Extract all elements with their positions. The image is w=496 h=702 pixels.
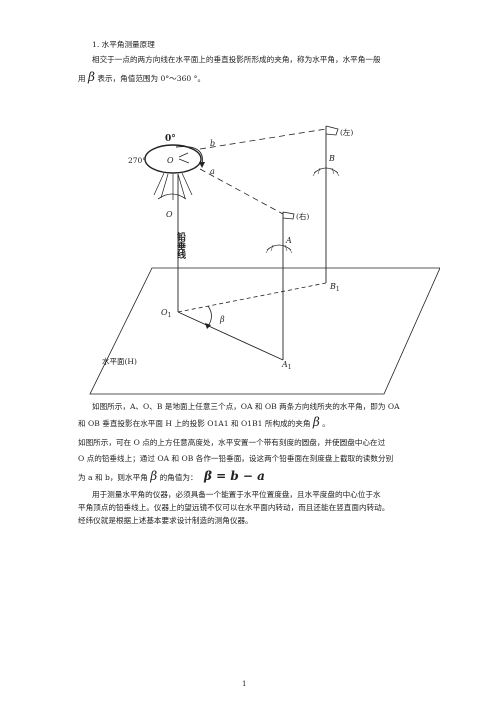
label-b: b [210,139,215,148]
projection-O1-B1 [177,282,327,313]
label-B: B [328,154,335,163]
label-O1: O1 [161,308,171,319]
beta-symbol: β [150,469,158,483]
paragraph-1-line-2: 用 β 表示，角值范围为 0°～360 °。 [78,70,206,84]
sight-line-to-B [199,128,327,150]
label-270-degree: 270° [128,156,146,165]
flag-left-icon [325,125,339,136]
label-B1: B1 [329,282,340,293]
flag-right-icon [282,211,295,220]
label-beta: β [219,315,225,324]
page-number: 1 [242,680,247,688]
label-plumb-line: 铅垂线 [175,231,186,260]
paragraph-4-line-1: 用于测量水平角的仪器，必须具备一个能置于水平位置度盘，且水平度盘的中心位于水 [92,490,381,499]
horizontal-plane [89,267,440,395]
label-horizontal-plane: 水平面(H) [102,356,137,366]
formula: β = b − a [203,469,265,483]
mound-O [157,193,187,200]
projection-O1-A1 [177,311,284,361]
beta-angle-arc [207,305,212,327]
paragraph-2-line-2: 和 OB 垂直投影在水平面 H 上的投影 O1A1 和 O1B1 所构成的夹角 … [78,415,330,429]
beta-symbol: β [88,70,95,84]
label-zero-degree: 0° [165,134,176,144]
mound-B [313,167,339,174]
rotation-arrow [175,146,203,165]
beta-symbol: β [312,415,320,429]
label-O: O [166,210,173,219]
paragraph-3-line-3: 为 a 和 b，则水平角 β 的角值为： β = b − a [78,469,265,483]
paragraph-3-line-2: O 点的铅垂线上；通过 OA 和 OB 各作一铅垂面，设这两个铅垂面在刻度盘上截… [78,454,394,463]
paragraph-3-line-1: 如图所示，可在 O 点的上方任意高度处，水平安置一个带有刻度的圆盘，并使圆盘中心… [78,438,386,447]
paragraph-4-line-2: 平角顶点的铅垂线上。仪器上的望远镜不仅可以在水平面内转动，而且还能在竖直面内转动… [78,503,390,512]
label-O-plate: O [167,156,174,165]
horizontal-angle-figure: 0° 270° O b a O (左) (右) B A 铅垂线 B1 O1 β … [89,125,440,395]
sight-line-to-A [199,168,284,215]
label-flag-left: (左) [340,127,353,137]
label-A1: A1 [281,360,292,371]
label-flag-right: (右) [296,211,309,221]
mound-A [266,244,292,251]
paragraph-1-line-1: 相交于一点的两方向线在水平面上的垂直投影所形成的夹角，称为水平角，水平角一般 [92,55,381,64]
paragraph-4-line-3: 经纬仪就是根据上述基本要求设计制造的测角仪器。 [78,516,253,525]
tripod-lines [153,172,193,200]
paragraph-2-line-1: 如图所示，A、O、B 是地面上任意三个点，OA 和 OB 两条方向线所夹的水平角… [92,402,400,411]
section-title: 1. 水平角测量原理 [92,40,155,49]
label-a: a [210,167,215,176]
graduated-circle [144,144,202,174]
label-A: A [285,236,292,245]
